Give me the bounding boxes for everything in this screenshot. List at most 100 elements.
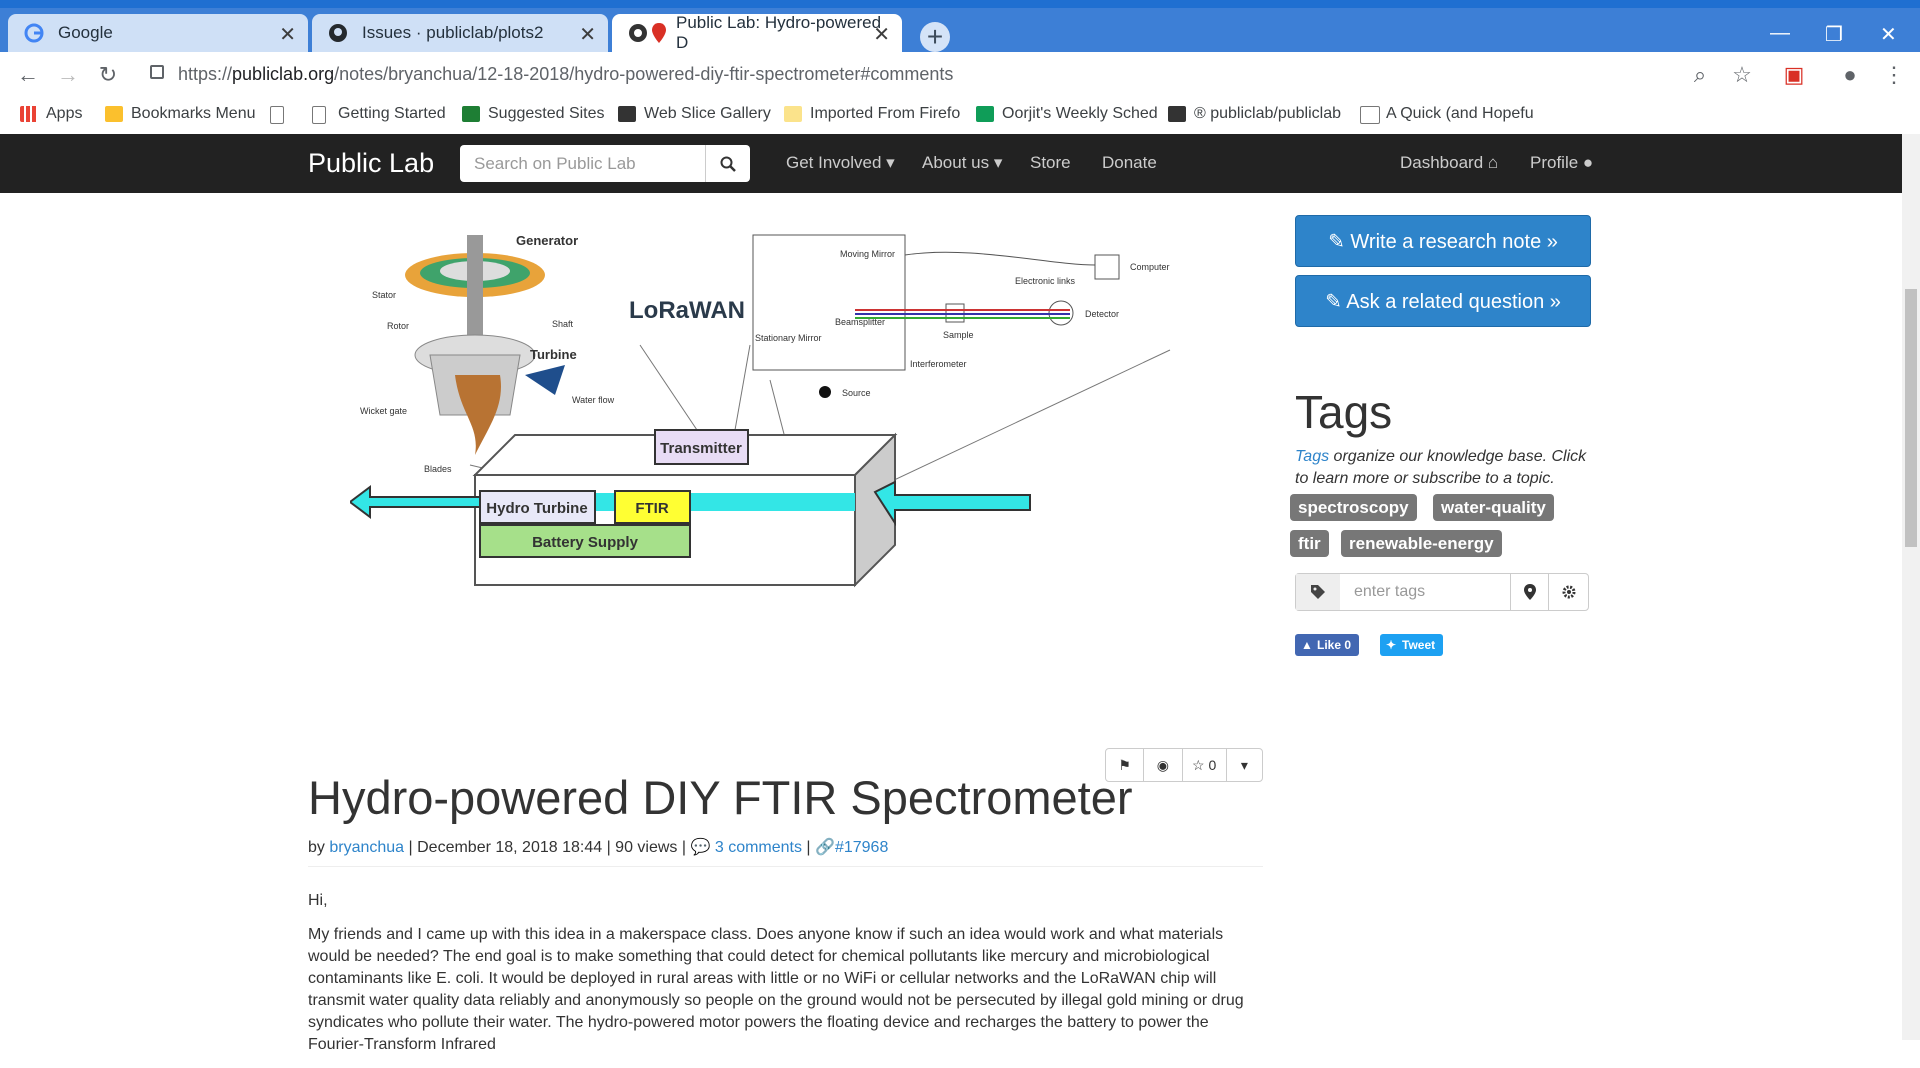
bookmark-web-slice[interactable]: Web Slice Gallery [618,105,771,123]
like-button[interactable]: ▲Like 0 [1295,634,1360,656]
zoom-icon[interactable]: ⌕ [1693,62,1707,87]
close-icon[interactable]: ✕ [279,24,296,46]
scrollbar[interactable] [1902,134,1920,1040]
back-icon[interactable]: ← [17,62,39,87]
gear-icon[interactable] [1548,574,1589,610]
bookmark-suggested-sites[interactable]: Suggested Sites [462,105,605,123]
tag-renewable-energy[interactable]: renewable-energy [1341,530,1502,557]
label-wicket-gate: Wicket gate [360,406,407,416]
search-button[interactable] [705,145,750,182]
node-link[interactable]: #17968 [834,839,889,856]
bookmark-apps[interactable]: Apps [20,105,82,123]
ask-question-button[interactable]: ✎ Ask a related question » [1295,275,1591,327]
tag-water-quality[interactable]: water-quality [1433,494,1554,521]
comment-icon: 💬 [690,839,711,856]
star-icon[interactable]: ☆ [1732,62,1752,87]
label-detector: Detector [1085,309,1119,319]
github-icon [329,24,347,42]
bookmark-getting-started[interactable]: Getting Started [312,105,446,124]
new-tab-button[interactable]: + [920,22,950,52]
nav-store[interactable]: Store [1030,153,1071,172]
google-icon [24,23,44,43]
bing-icon [462,106,480,122]
publiclab-icon [629,24,647,42]
thumbs-up-icon: ▲ [1301,638,1313,652]
tweet-button[interactable]: ✦Tweet [1380,634,1444,656]
user-icon: ● [1582,153,1594,172]
repo-icon [1168,106,1186,122]
tag-ftir[interactable]: ftir [1290,530,1329,557]
browser-tabstrip: Google ✕ Issues · publiclab/plots2 ✕ Pub… [0,8,1920,52]
extension-icon[interactable]: ▣ [1783,62,1805,87]
avatar[interactable]: ● [1843,62,1857,87]
address-bar: ← → ↻ https://publiclab.org/notes/bryanc… [0,52,1920,96]
tag-input-group: enter tags [1295,573,1589,611]
nav-get-involved[interactable]: Get Involved ▾ [786,153,895,172]
nav-profile[interactable]: Profile ● [1530,153,1594,172]
label-interferometer: Interferometer [910,359,967,369]
tag-spectroscopy[interactable]: spectroscopy [1290,494,1417,521]
inflow-arrow [873,480,1031,527]
label-blades: Blades [424,464,452,474]
tab-google[interactable]: Google ✕ [8,14,308,52]
project-diagram: Generator Stator Rotor Shaft Turbine Wic… [350,233,1171,588]
search-input[interactable]: Search on Public Lab [474,154,636,173]
bookmark-publiclab-repo[interactable]: ® publiclab/publiclab [1168,105,1341,123]
ftir-box [614,490,691,524]
home-icon: ⌂ [1487,153,1499,172]
restore-icon[interactable]: ❐ [1825,24,1843,46]
tags-link[interactable]: Tags [1295,448,1330,465]
source-dot [819,386,831,398]
tab-publiclab[interactable]: Public Lab: Hydro-powered D ✕ [612,13,902,52]
close-icon[interactable]: ✕ [873,24,890,46]
bookmark-quick[interactable]: A Quick (and Hopefu [1360,105,1534,124]
battery-box [479,524,691,558]
label-stator: Stator [372,290,396,300]
interferometer-box [752,234,906,371]
nav-dashboard[interactable]: Dashboard ⌂ [1400,153,1499,172]
close-icon[interactable]: ✕ [579,24,596,46]
page-icon [312,106,326,124]
label-ftir: FTIR [635,500,668,517]
site-logo[interactable]: Public Lab [308,148,435,178]
label-rotor: Rotor [387,321,409,331]
page-title: Hydro-powered DIY FTIR Spectrometer [308,771,1133,824]
computer-box [1094,254,1120,280]
tab-label: Issues · publiclab/plots2 [362,23,544,42]
generator-turbine-illustration [405,235,565,455]
tags-heading: Tags [1295,386,1393,438]
menu-icon[interactable]: ⋮ [1883,62,1905,87]
author-link[interactable]: bryanchua [329,839,405,856]
eye-icon[interactable]: ◉ [1144,749,1183,781]
reload-icon[interactable]: ↻ [98,62,118,87]
lock-icon [150,65,164,79]
dropdown-caret-icon[interactable]: ▾ [1240,756,1248,773]
star-button[interactable]: ☆ 0 [1183,749,1227,781]
outflow-arrow [350,485,491,519]
bookmark-oorjit[interactable]: Oorjit's Weekly Sched [976,105,1158,123]
label-beamsplitter: Beamsplitter [835,317,885,327]
apps-icon [20,106,38,122]
forward-icon[interactable]: → [57,62,79,87]
hydro-turbine-box [479,490,596,524]
nav-about[interactable]: About us ▾ [922,153,1003,172]
minimize-icon[interactable]: — [1770,22,1790,44]
search-icon [720,156,736,172]
url-field[interactable]: https://publiclab.org/notes/bryanchua/12… [178,64,954,84]
comments-link[interactable]: 3 comments [714,839,802,856]
map-marker-icon[interactable] [1510,574,1549,610]
tag-icon [1296,574,1340,610]
site-search[interactable]: Search on Public Lab [460,145,750,182]
bookmark-menu[interactable]: Bookmarks Menu [105,105,256,123]
tab-issues[interactable]: Issues · publiclab/plots2 ✕ [312,14,608,52]
twitter-icon: ✦ [1386,638,1397,652]
bookmark-imported[interactable]: Imported From Firefo [784,105,960,123]
write-note-button[interactable]: ✎ Write a research note » [1295,215,1591,267]
close-window-icon[interactable]: ✕ [1880,24,1897,46]
sidebar-actions: ✎ Write a research note » ✎ Ask a relate… [1295,215,1591,335]
nav-donate[interactable]: Donate [1102,153,1157,172]
scroll-thumb[interactable] [1905,289,1917,547]
browser-top-border [0,0,1920,8]
flag-icon[interactable]: ⚑ [1106,749,1145,781]
tag-input[interactable]: enter tags [1354,583,1426,600]
